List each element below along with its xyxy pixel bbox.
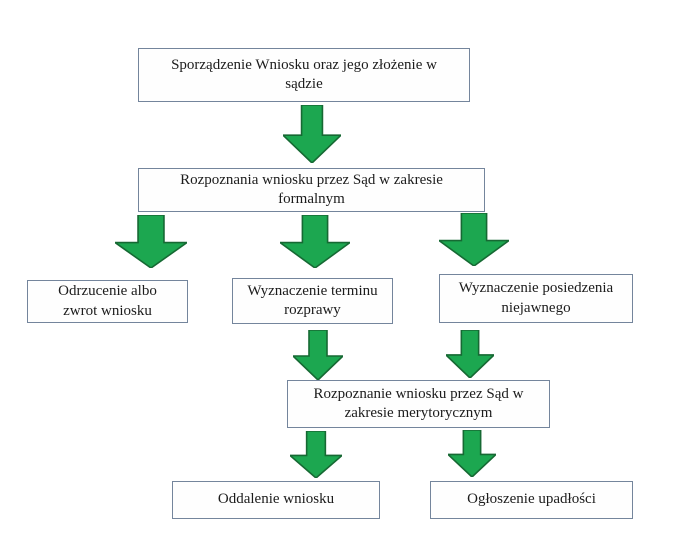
node-odrzucenie-zwrot: Odrzucenie albo zwrot wniosku	[27, 280, 188, 323]
node-sporzadzenie-wniosku: Sporządzenie Wniosku oraz jego złożenie …	[138, 48, 470, 102]
arrow-down-icon	[439, 213, 509, 266]
arrow-down-icon	[448, 430, 496, 477]
arrow-down-icon	[280, 215, 350, 268]
node-posiedzenie-niejawne: Wyznaczenie posiedzenia niejawnego	[439, 274, 633, 323]
arrow-down-icon	[446, 330, 494, 378]
arrow-down-icon	[115, 215, 187, 268]
node-rozpoznanie-merytoryczne: Rozpoznanie wniosku przez Sąd w zakresie…	[287, 380, 550, 428]
node-oddalenie-wniosku: Oddalenie wniosku	[172, 481, 380, 519]
arrow-down-icon	[293, 330, 343, 380]
arrow-down-icon	[290, 431, 342, 478]
arrow-down-icon	[283, 105, 341, 163]
node-wyznaczenie-terminu: Wyznaczenie terminu rozprawy	[232, 278, 393, 324]
node-rozpoznanie-formalne: Rozpoznania wniosku przez Sąd w zakresie…	[138, 168, 485, 212]
node-ogloszenie-upadlosci: Ogłoszenie upadłości	[430, 481, 633, 519]
